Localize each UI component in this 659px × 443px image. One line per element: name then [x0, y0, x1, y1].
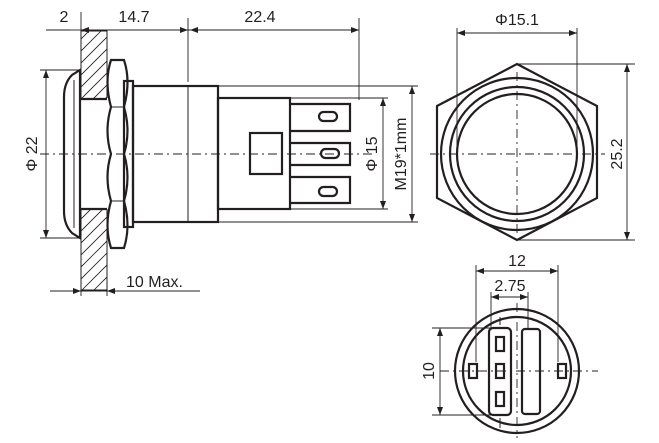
dim-cap-diameter-label: Φ15.1 — [495, 12, 539, 29]
hex-nut-side — [106, 58, 129, 250]
dim-panel-max-label: 10 Max. — [126, 274, 183, 291]
dim-head-diameter-label: Φ 22 — [24, 136, 41, 171]
dim-rear-width-label: 12 — [508, 253, 526, 270]
dim-nut-across-corners-label: 25.2 — [609, 138, 626, 169]
rear-pins — [467, 317, 568, 428]
dim-thread-label: M19*1mm — [393, 118, 410, 191]
dim-panel-label: 2 — [60, 9, 69, 26]
front-view: Φ15.1 25.2 — [430, 12, 635, 242]
terminal-pins — [290, 102, 352, 205]
dim-body-diameter-label: Φ 15 — [364, 136, 381, 171]
terminal-block — [216, 96, 292, 211]
side-view: 2 14.7 22.4 Φ 22 Φ 15 M19*1mm 10 Max. — [24, 9, 418, 296]
rear-view: 12 2.75 10 — [421, 253, 598, 438]
dim-pin-pitch-label: 2.75 — [494, 278, 525, 295]
dim-terminals-label: 22.4 — [244, 9, 275, 26]
mounting-panel — [79, 30, 109, 291]
dim-rear-height-label: 10 — [421, 362, 438, 380]
button-head — [62, 68, 82, 240]
dim-nut-section-label: 14.7 — [118, 9, 149, 26]
